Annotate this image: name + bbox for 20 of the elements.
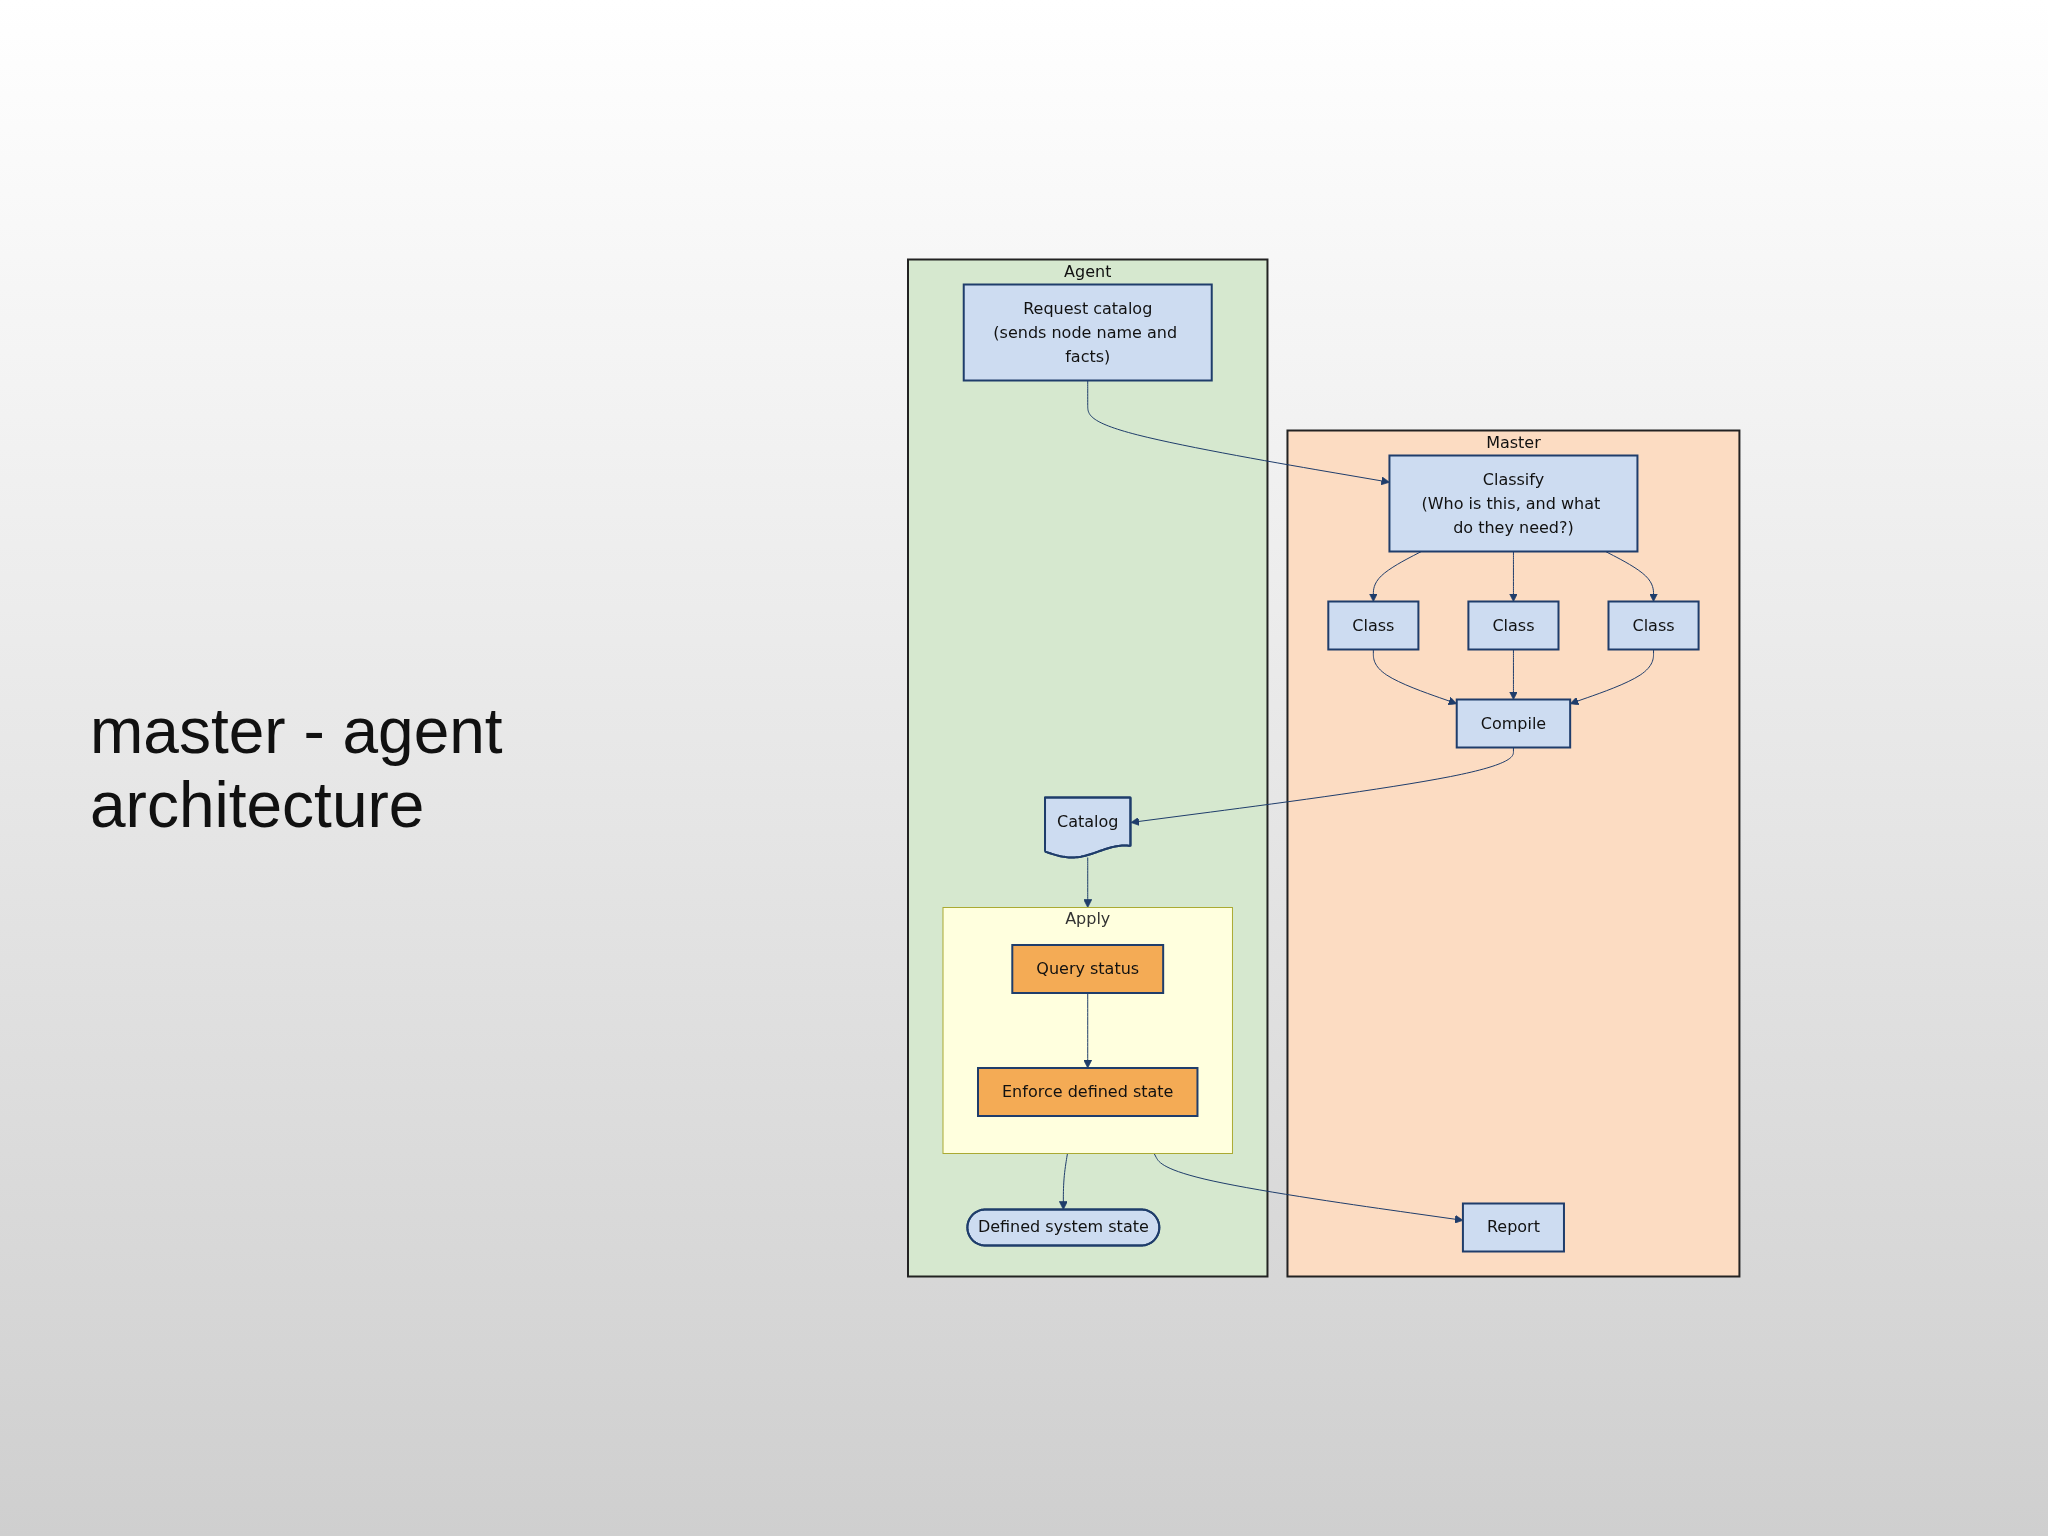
node-box: Request catalog (sends node name and facts) <box>963 283 1213 382</box>
arrow <box>1083 857 1093 908</box>
node-box: Compile <box>1456 698 1572 749</box>
arrow <box>1083 992 1093 1069</box>
arrow <box>1570 649 1655 706</box>
node-box: Query status <box>1011 944 1165 994</box>
node-box: Class <box>1327 600 1420 651</box>
node-box: Report <box>1462 1202 1566 1253</box>
node-box: Class <box>1467 600 1560 651</box>
arrow <box>1509 649 1519 700</box>
arrow <box>1130 747 1515 826</box>
node-box: Enforce defined state <box>977 1067 1199 1117</box>
arrow <box>1373 649 1458 706</box>
arrow <box>1153 1153 1464 1224</box>
arrow <box>1605 551 1659 602</box>
node-box: Class <box>1607 600 1700 651</box>
title: master - agent architecture <box>89 694 504 842</box>
arrow <box>1059 1153 1069 1210</box>
node-box: Classify (Who is this, and what do they need?) <box>1388 454 1639 553</box>
arrow <box>1509 551 1519 602</box>
